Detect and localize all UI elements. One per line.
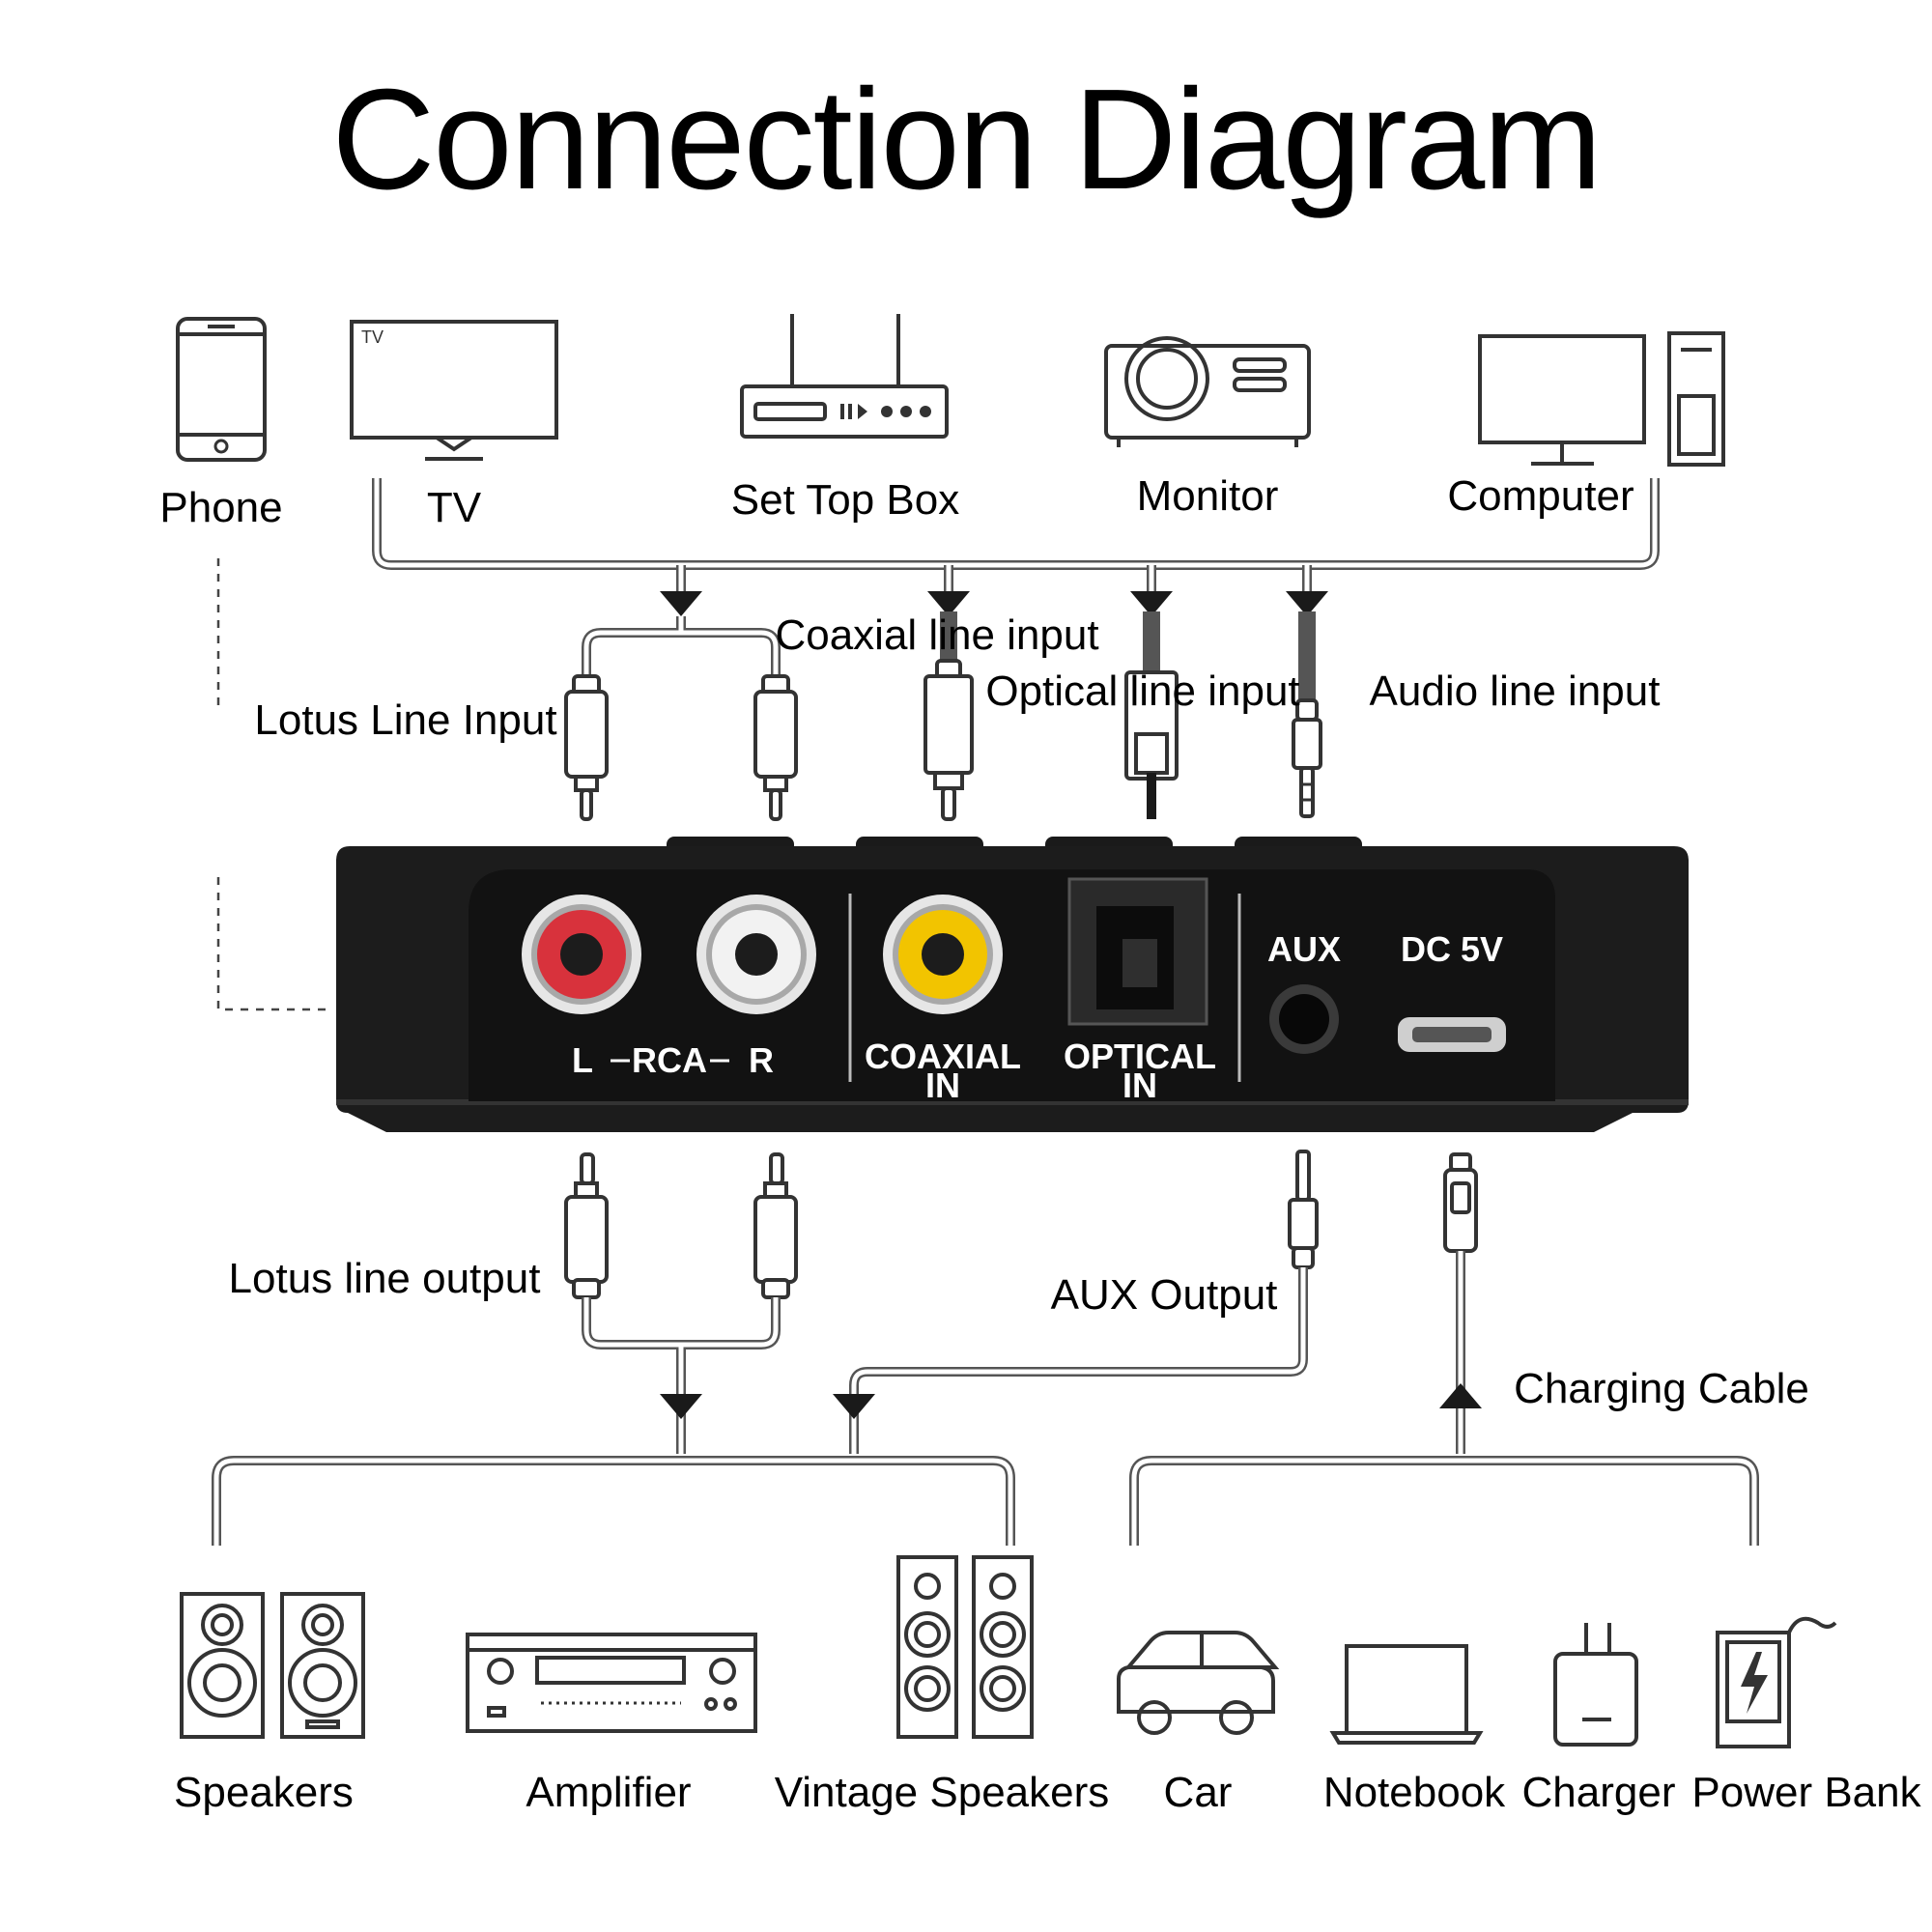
phone-icon xyxy=(176,317,267,462)
lotus-input-cable xyxy=(582,616,781,686)
panel-label-coaxial-in: IN xyxy=(925,1065,960,1105)
coaxial-jack xyxy=(883,895,1003,1014)
speakers-label: Speakers xyxy=(174,1769,354,1816)
aux-output-cable xyxy=(849,1267,1308,1454)
source-bus-cable xyxy=(372,478,1660,570)
charging-cable-label: Charging Cable xyxy=(1514,1365,1809,1412)
panel-label-coaxial: COAXIAL xyxy=(865,1037,1021,1076)
notebook-label: Notebook xyxy=(1323,1769,1506,1816)
power-bank-label: Power Bank xyxy=(1691,1769,1921,1816)
panel-label-l: L xyxy=(572,1040,593,1080)
set-top-box-icon xyxy=(740,314,949,439)
panel-label-optical: OPTICAL xyxy=(1064,1037,1216,1076)
panel-label-dc: DC 5V xyxy=(1401,929,1503,969)
tv-screen-mark: TV xyxy=(361,327,384,347)
lotus-output-cable xyxy=(582,1297,781,1454)
tv-icon: TV xyxy=(350,320,558,461)
charger-label: Charger xyxy=(1522,1769,1676,1816)
optical-plug-icon xyxy=(1124,611,1179,819)
panel-label-r: R xyxy=(749,1040,774,1080)
speakers-icon xyxy=(180,1592,365,1739)
car-label: Car xyxy=(1164,1769,1233,1816)
dc-5v-port xyxy=(1398,1017,1506,1052)
lotus-line-input-label: Lotus Line Input xyxy=(254,696,556,744)
rca-output-plug-icon xyxy=(564,1152,798,1299)
rca-right-jack xyxy=(696,895,816,1014)
input-arrow-icons xyxy=(660,591,1328,616)
computer-icon xyxy=(1478,331,1725,467)
charging-arrow-icon xyxy=(1439,1383,1482,1408)
vintage-speakers-icon xyxy=(896,1555,1034,1739)
charging-bus-cable xyxy=(1129,1456,1759,1546)
audio-jack-plug-icon xyxy=(1292,611,1322,818)
input-drop-cables xyxy=(676,565,1312,609)
car-icon xyxy=(1117,1631,1280,1735)
vintage-speakers-label: Vintage Speakers xyxy=(775,1769,1110,1816)
rca-plug-icon xyxy=(564,674,798,821)
diagram-title: Connection Diagram xyxy=(331,60,1600,219)
phone-label: Phone xyxy=(159,484,282,531)
power-bank-icon xyxy=(1716,1616,1837,1748)
aux-output-plug-icon xyxy=(1288,1150,1319,1269)
optical-jack xyxy=(1067,877,1208,1026)
set-top-box-label: Set Top Box xyxy=(731,476,959,524)
micro-usb-plug-icon xyxy=(1443,1152,1478,1253)
monitor-icon xyxy=(1104,336,1311,447)
monitor-label: Monitor xyxy=(1137,472,1279,520)
amplifier-icon xyxy=(466,1633,757,1733)
amplifier-label: Amplifier xyxy=(526,1769,691,1816)
panel-label-aux: AUX xyxy=(1267,929,1341,969)
computer-label: Computer xyxy=(1447,472,1634,520)
aux-jack xyxy=(1269,984,1339,1054)
coaxial-line-input-label: Coaxial line input xyxy=(775,611,1098,659)
phone-wireless-link xyxy=(216,558,333,1011)
optical-line-input-label: Optical line input xyxy=(985,668,1299,715)
output-arrow-icons xyxy=(660,1394,875,1419)
aux-output-label: AUX Output xyxy=(1051,1271,1278,1319)
panel-label-rca: RCA xyxy=(632,1040,707,1080)
audio-line-input-label: Audio line input xyxy=(1370,668,1661,715)
coaxial-plug-icon xyxy=(923,611,974,821)
notebook-icon xyxy=(1329,1644,1484,1745)
rca-left-jack xyxy=(522,895,641,1014)
charger-icon xyxy=(1553,1623,1638,1747)
tv-label: TV xyxy=(427,484,482,531)
output-bus-cable xyxy=(212,1456,1015,1546)
panel-label-optical-in: IN xyxy=(1122,1065,1157,1105)
lotus-line-output-label: Lotus line output xyxy=(229,1255,541,1302)
